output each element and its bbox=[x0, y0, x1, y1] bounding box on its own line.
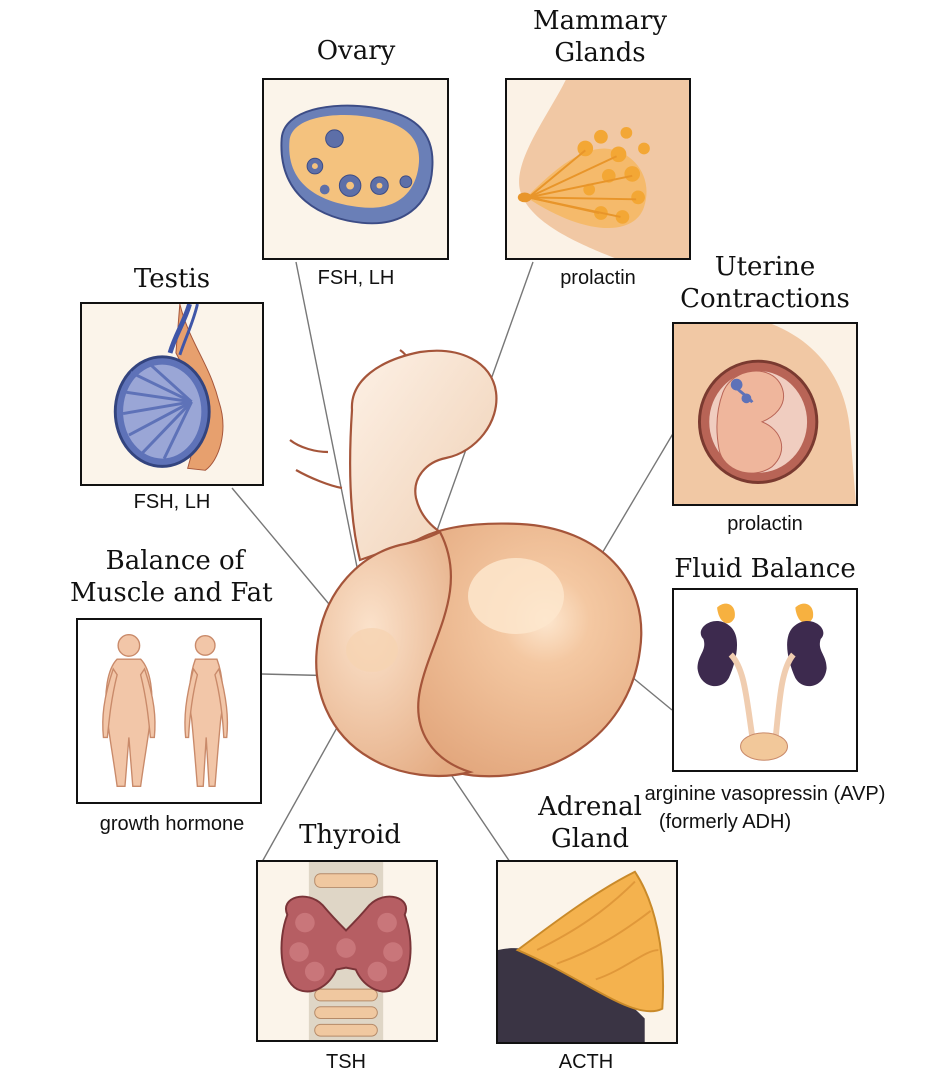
muscle-fat-image bbox=[78, 620, 260, 802]
uterine-hormone: prolactin bbox=[695, 512, 835, 536]
mammary-title-line2: Glands bbox=[520, 38, 680, 68]
ovary-image bbox=[264, 80, 447, 258]
uterine-title-line1: Uterine bbox=[680, 252, 850, 282]
adrenal-hormone: ACTH bbox=[536, 1050, 636, 1074]
uterine-title-line2: Contractions bbox=[680, 284, 850, 314]
uterine-image bbox=[674, 324, 856, 504]
thyroid-hormone: TSH bbox=[296, 1050, 396, 1074]
muscle-fat-title-line2: Muscle and Fat bbox=[70, 578, 270, 608]
adrenal-title-line2: Gland bbox=[520, 824, 660, 854]
muscle-fat-hormone: growth hormone bbox=[84, 812, 260, 836]
uterine-panel bbox=[672, 322, 858, 506]
mammary-image bbox=[507, 80, 689, 258]
testis-image bbox=[82, 304, 262, 484]
gland-highlight bbox=[468, 558, 564, 634]
fluid-image bbox=[674, 590, 856, 770]
ovary-title: Ovary bbox=[296, 36, 416, 66]
ovary-hormone: FSH, LH bbox=[296, 266, 416, 290]
thyroid-image bbox=[258, 862, 436, 1040]
mammary-panel bbox=[505, 78, 691, 260]
thyroid-panel bbox=[256, 860, 438, 1042]
adrenal-image bbox=[498, 862, 676, 1042]
fluid-title: Fluid Balance bbox=[672, 554, 858, 584]
muscle-fat-panel bbox=[76, 618, 262, 804]
testis-hormone: FSH, LH bbox=[112, 490, 232, 514]
adrenal-title-line1: Adrenal bbox=[520, 792, 660, 822]
fluid-hormone-line1: arginine vasopressin (AVP) bbox=[640, 782, 890, 806]
mammary-hormone: prolactin bbox=[528, 266, 668, 290]
gland-highlight-left bbox=[346, 628, 398, 672]
ovary-panel bbox=[262, 78, 449, 260]
mammary-title-line1: Mammary bbox=[520, 6, 680, 36]
testis-panel bbox=[80, 302, 264, 486]
adrenal-panel bbox=[496, 860, 678, 1044]
muscle-fat-title-line1: Balance of bbox=[80, 546, 270, 576]
thyroid-title: Thyroid bbox=[280, 820, 420, 850]
fluid-hormone-line2: (formerly ADH) bbox=[640, 810, 810, 834]
testis-title: Testis bbox=[112, 264, 232, 294]
fluid-panel bbox=[672, 588, 858, 772]
